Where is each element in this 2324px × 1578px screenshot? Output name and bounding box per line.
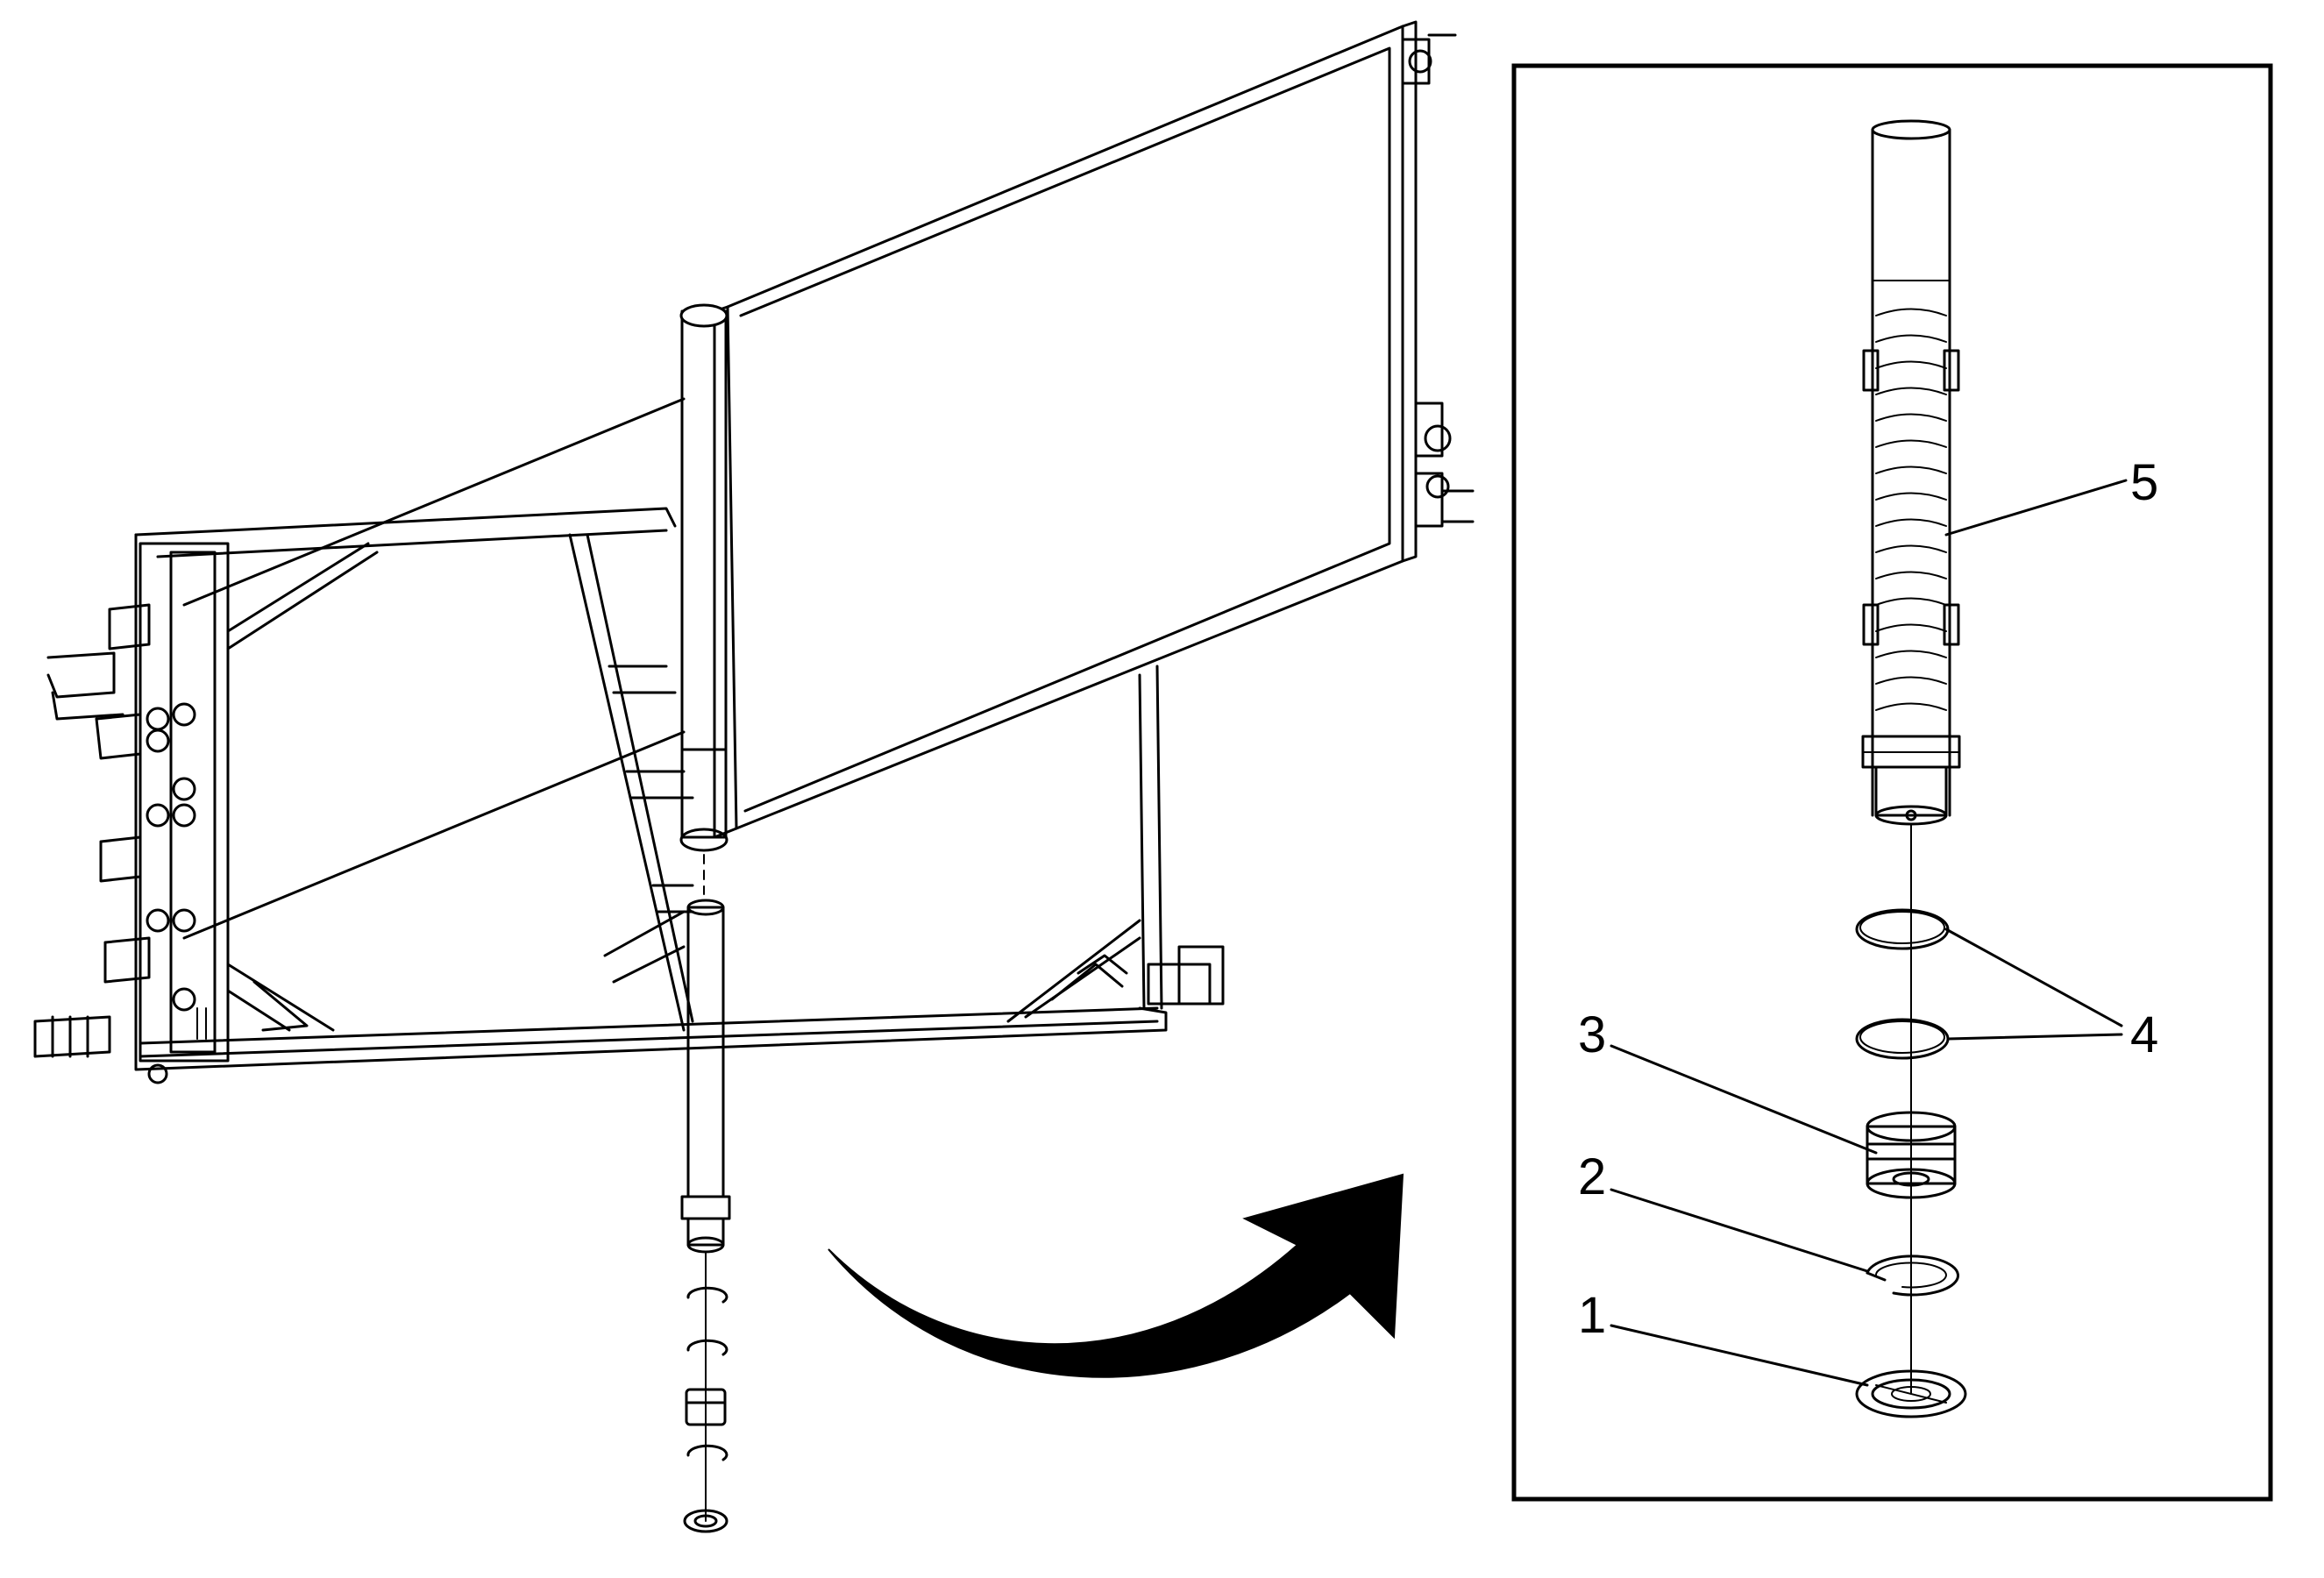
receiver-dryer-tank-installed <box>679 303 728 852</box>
callout-2: 2 <box>1578 1148 1606 1205</box>
o-rings <box>1855 908 1950 1060</box>
desiccant-tube <box>1861 119 1961 826</box>
leader-2 <box>1610 1188 1869 1273</box>
leader-1 <box>1610 1324 1869 1387</box>
detail-view-box <box>1511 63 2273 1502</box>
desiccant-assembly-small <box>680 899 731 1533</box>
leader-4a <box>1944 928 2123 1027</box>
callout-5: 5 <box>2130 454 2158 511</box>
leader-line-lower <box>182 730 686 940</box>
leader-4b <box>1946 1033 2123 1041</box>
plug <box>1866 1111 1957 1199</box>
leader-3 <box>1610 1044 1878 1155</box>
curved-arrow <box>828 1173 1404 1378</box>
callout-1: 1 <box>1578 1287 1606 1344</box>
condenser-core <box>713 20 1475 839</box>
callout-3: 3 <box>1578 1006 1606 1063</box>
snap-ring <box>1866 1255 1959 1297</box>
leader-5 <box>1944 479 2128 537</box>
cap-filter <box>1855 1369 1967 1418</box>
leader-line-upper <box>182 397 686 607</box>
radiator-support-frame <box>33 507 1225 1084</box>
callout-4: 4 <box>2130 1006 2158 1063</box>
